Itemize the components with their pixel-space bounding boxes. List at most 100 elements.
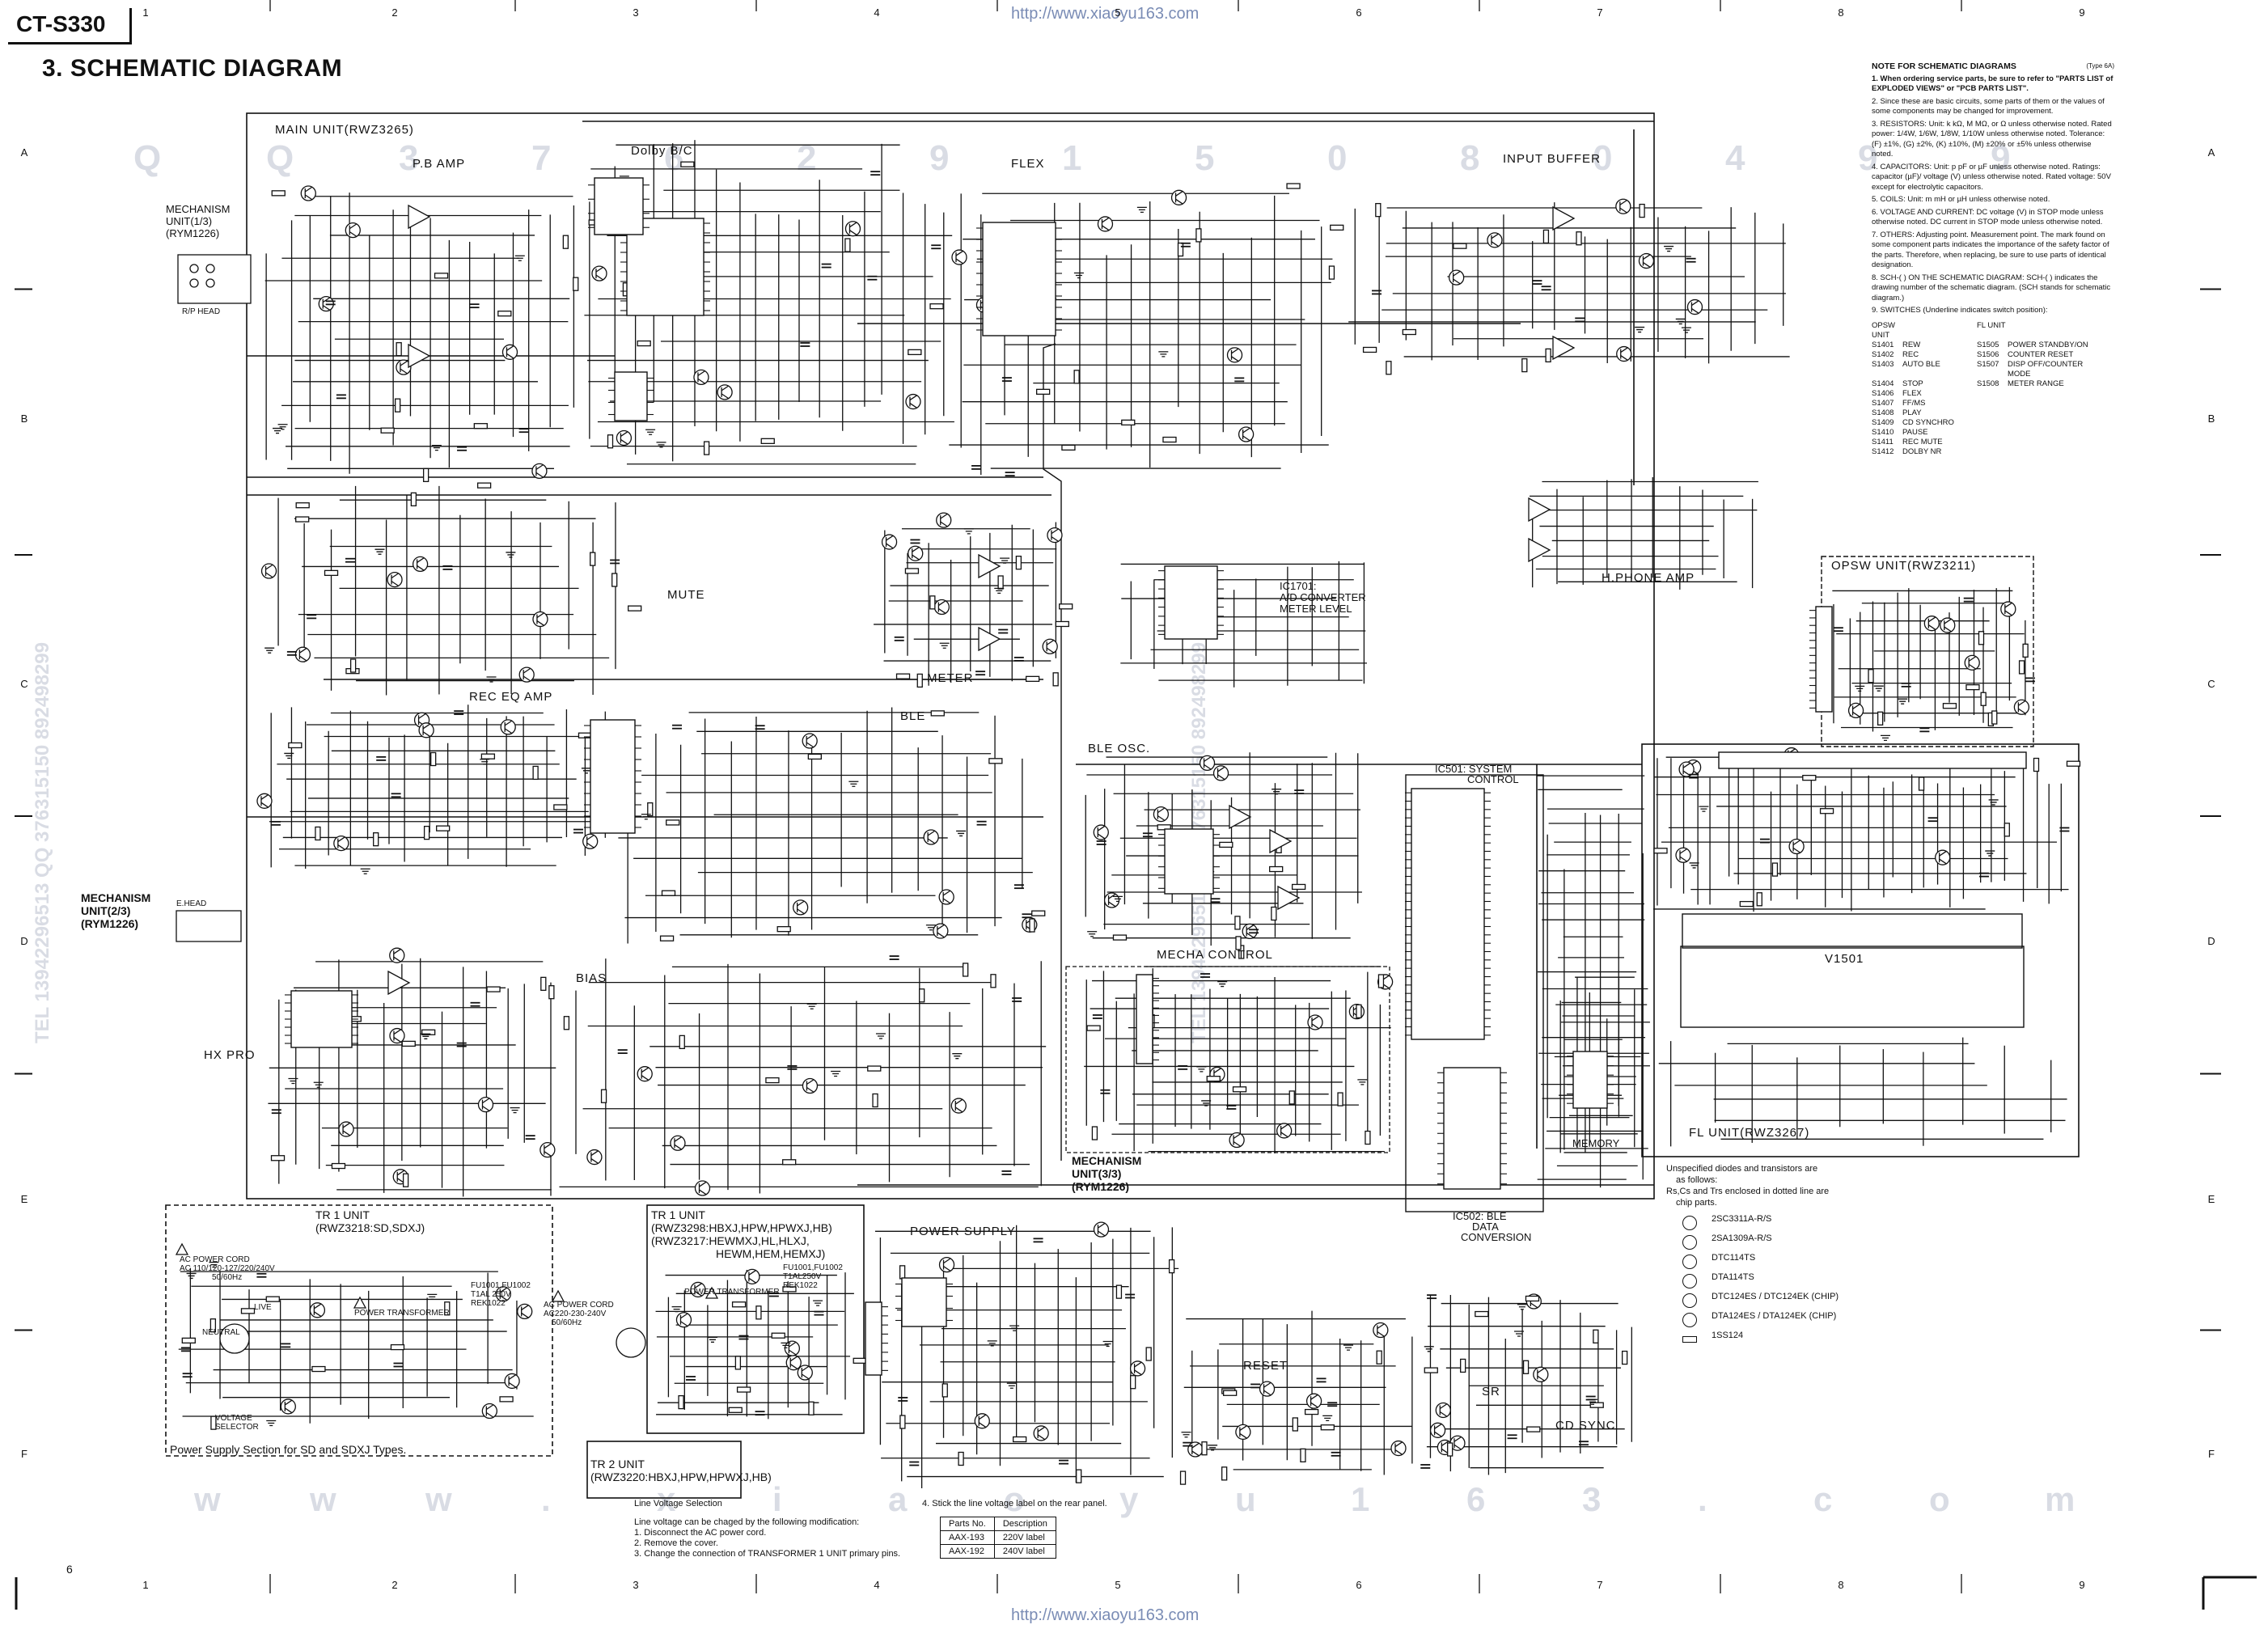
capacitor-icon (1919, 727, 1930, 733)
watermark-char: c (1813, 1480, 1832, 1518)
dolby-label: Dolby B/C (631, 144, 693, 158)
transistor-icon (517, 1303, 533, 1320)
resistor-icon (1052, 672, 1059, 687)
resistor-icon (776, 926, 791, 933)
grid-row-label: D (20, 935, 28, 947)
capacitor-icon (898, 1397, 908, 1402)
table-row: AAX-192 240V label (940, 1544, 1056, 1559)
capacitor-icon (1507, 1434, 1517, 1440)
transistor-icon (1170, 189, 1187, 205)
switch-cell: DISP OFF/COUNTER MODE (2008, 359, 2084, 379)
capacitor-icon (672, 724, 683, 730)
ground-icon (1681, 327, 1691, 333)
ic502-line3: CONVERSION (1461, 1231, 1532, 1243)
resistor-icon (1086, 1025, 1101, 1031)
capacitor-icon (1686, 257, 1696, 263)
resistor-icon (373, 832, 379, 847)
transistor-icon (1276, 1123, 1293, 1139)
tr1-hb-line2: (RWZ3298:HBXJ,HPW,HPWXJ,HB) (651, 1221, 832, 1234)
ground-icon (1006, 1382, 1017, 1389)
ground-icon (186, 1272, 197, 1280)
capacitor-icon (738, 1335, 749, 1340)
capacitor-icon (1033, 1238, 1043, 1243)
pb-amp-label: P.B AMP (413, 157, 466, 171)
ground-icon (421, 1033, 431, 1039)
resistor-icon (1112, 934, 1128, 941)
capacitor-icon (286, 650, 297, 656)
table-header-row: Parts No. Description (940, 1517, 1056, 1531)
resistor-icon (1460, 1358, 1466, 1373)
transistor-icon (1615, 198, 1631, 214)
capacitor-icon (1096, 840, 1106, 845)
switch-cell: DOLBY NR (1902, 446, 1942, 456)
resistor-icon (628, 605, 642, 611)
transistor-icon (844, 221, 861, 237)
ground-icon (431, 444, 442, 451)
resistor-icon (1291, 883, 1306, 891)
table-row: AAX-193 220V label (940, 1530, 1056, 1545)
transistor-icon (933, 923, 949, 939)
grid-row-label: E (21, 1193, 28, 1205)
mech2-line3: (RYM1226) (81, 917, 139, 930)
transistor-icon (938, 1256, 955, 1273)
e-head-connector (176, 910, 242, 942)
ac1-line3: 50/60Hz (212, 1273, 243, 1282)
capacitor-icon (1541, 286, 1551, 291)
watermark-char: x (657, 1480, 676, 1518)
transistor-icon (1042, 638, 1058, 654)
switch-cell (2008, 447, 2105, 457)
lv-line1: Line voltage can be chaged by the follow… (634, 1517, 860, 1527)
transistor-icon (792, 899, 809, 916)
table-cell: AAX-192 (940, 1544, 995, 1559)
capacitor-icon (1183, 1441, 1193, 1447)
resistor-icon (486, 986, 501, 992)
fuse-1-label: FU1001,FU1002 T1AL 250V REK1022 (471, 1281, 531, 1308)
reset-label: RESET (1243, 1359, 1288, 1373)
capacitor-icon (336, 394, 346, 400)
ground-icon (1514, 1331, 1525, 1337)
resistor-icon (872, 1093, 878, 1108)
dolby-switch-chip (588, 177, 650, 235)
legend-part-name: 1SS124 (1712, 1331, 1744, 1340)
resistor-icon (311, 1365, 326, 1373)
resistor-icon (1402, 328, 1416, 336)
ground-icon (360, 868, 370, 874)
tr2-line2: (RWZ3220:HBXJ,HPW,HPWXJ,HB) (590, 1470, 772, 1483)
capacitor-icon (975, 671, 986, 676)
ground-icon (1196, 1066, 1207, 1073)
resistor-icon (1542, 229, 1550, 244)
transistor-icon (294, 646, 311, 662)
psu-connector (865, 1301, 888, 1376)
transistor-icon (532, 611, 548, 628)
grid-column-label: 5 (1115, 1579, 1120, 1591)
tr1-hb-line4: HEWM,HEM,HEMXJ) (716, 1247, 826, 1260)
capacitor-icon (457, 446, 468, 451)
resistor-icon (1320, 1424, 1335, 1431)
ground-icon (514, 255, 525, 261)
resistor-icon (1521, 358, 1528, 373)
ac1-line2: AC 110/120-127/220/240V (180, 1264, 275, 1273)
grid-column-label: 1 (142, 6, 148, 19)
switch-cell: S1404 (1872, 379, 1894, 388)
tr1-sd-line2: (RWZ3218:SD,SDXJ) (315, 1221, 425, 1234)
resistor-icon (1593, 1329, 1599, 1343)
resistor-icon (209, 1318, 217, 1333)
resistor-icon (573, 277, 579, 291)
diode-icon (1682, 1336, 1697, 1343)
resistor-icon (1288, 1090, 1295, 1105)
capacitor-icon (281, 1343, 291, 1348)
ground-icon (956, 830, 967, 837)
tr1-hb-label: TR 1 UNIT (RWZ3298:HBXJ,HPW,HPWXJ,HB) (R… (651, 1208, 832, 1260)
resistor-icon (1356, 1004, 1362, 1018)
resistor-icon (1819, 808, 1834, 814)
resistor-icon (324, 569, 339, 577)
capacitor-icon (617, 1049, 628, 1055)
transistor-icon (1682, 1274, 1697, 1288)
resistor-icon (782, 1286, 797, 1293)
opamp-icon (1552, 205, 1576, 231)
switch-cell (2008, 408, 2105, 418)
resistor-icon (958, 1451, 964, 1466)
fuse1-line2: T1AL 250V (471, 1290, 511, 1299)
resistor-icon (728, 1407, 743, 1413)
